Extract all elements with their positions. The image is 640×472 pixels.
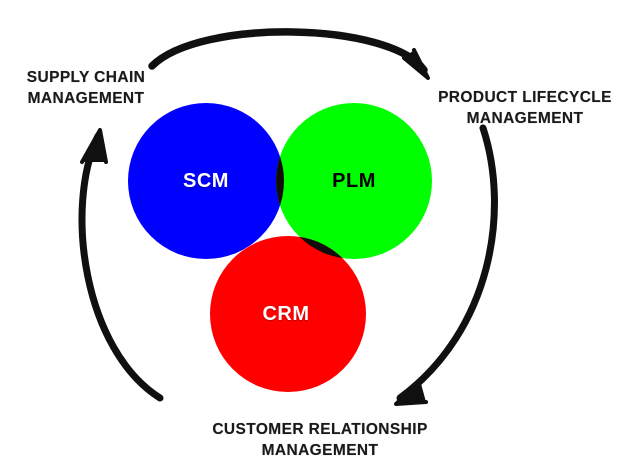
label-line-1: CUSTOMER RELATIONSHIP [212,421,428,438]
label-product-lifecycle-management: PRODUCT LIFECYCLE MANAGEMENT [412,88,638,130]
venn-circles-group [128,103,432,392]
label-line-1: PRODUCT LIFECYCLE [438,89,612,106]
arrow-crm-to-scm [78,128,164,402]
label-line-2: MANAGEMENT [466,109,584,127]
circle-caption-scm: SCM [183,170,229,192]
arrow-plm-to-crm [394,124,498,406]
circle-caption-plm: PLM [332,170,376,192]
label-line-2: MANAGEMENT [261,441,379,459]
circle-caption-crm: CRM [262,303,310,325]
label-customer-relationship-management: CUSTOMER RELATIONSHIP MANAGEMENT [128,420,512,462]
label-line-1: SUPPLY CHAIN [26,69,146,86]
label-line-2: MANAGEMENT [27,89,145,107]
circle-plm [276,103,432,259]
circle-scm [128,103,284,259]
circle-crm [210,236,366,392]
arrow-scm-to-plm [148,28,430,80]
label-supply-chain-management: SUPPLY CHAIN MANAGEMENT [2,68,170,110]
cycle-arrows-group [78,28,498,406]
